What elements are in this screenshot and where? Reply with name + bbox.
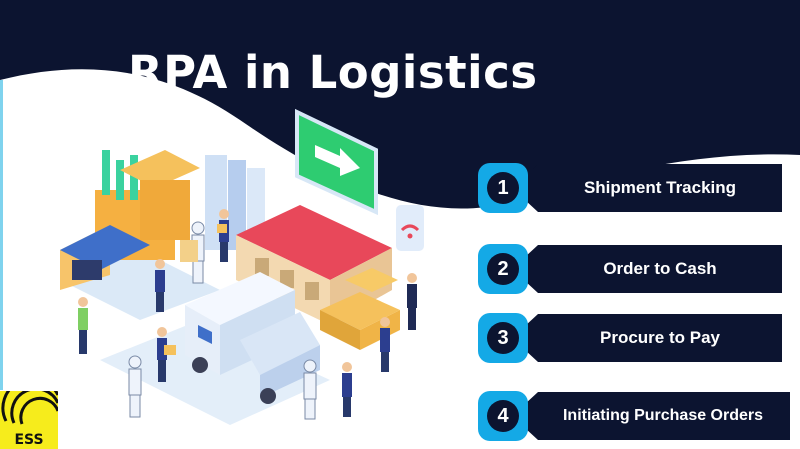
list-item-initiating-purchase-orders: Initiating Purchase Orders 4 — [478, 391, 790, 441]
number-text: 2 — [487, 253, 519, 285]
item-label: Initiating Purchase Orders — [562, 407, 764, 424]
list-item-procure-to-pay: Procure to Pay 3 — [478, 313, 782, 363]
item-bar — [512, 392, 790, 440]
list-item-shipment-tracking: Shipment Tracking 1 — [478, 163, 782, 213]
page-title: RPA in Logistics — [128, 46, 538, 99]
company-logo: ESS — [0, 391, 58, 449]
number-text: 4 — [487, 400, 519, 432]
top-wave — [0, 0, 800, 209]
number-text: 1 — [487, 172, 519, 204]
number-badge: 4 — [478, 391, 528, 441]
list-item-order-to-cash: Order to Cash 2 — [478, 244, 782, 294]
left-edge-strip — [0, 80, 3, 390]
number-badge: 3 — [478, 313, 528, 363]
number-badge: 1 — [478, 163, 528, 213]
number-text: 3 — [487, 322, 519, 354]
number-badge: 2 — [478, 244, 528, 294]
logistics-illustration-icon — [60, 108, 424, 425]
item-label: Shipment Tracking — [583, 178, 737, 197]
item-label: Procure to Pay — [600, 328, 720, 347]
item-label: Order to Cash — [603, 259, 717, 278]
item-bar — [512, 245, 782, 293]
item-bar — [512, 164, 782, 212]
svg-text:ESS: ESS — [14, 432, 43, 448]
item-bar — [512, 314, 782, 362]
